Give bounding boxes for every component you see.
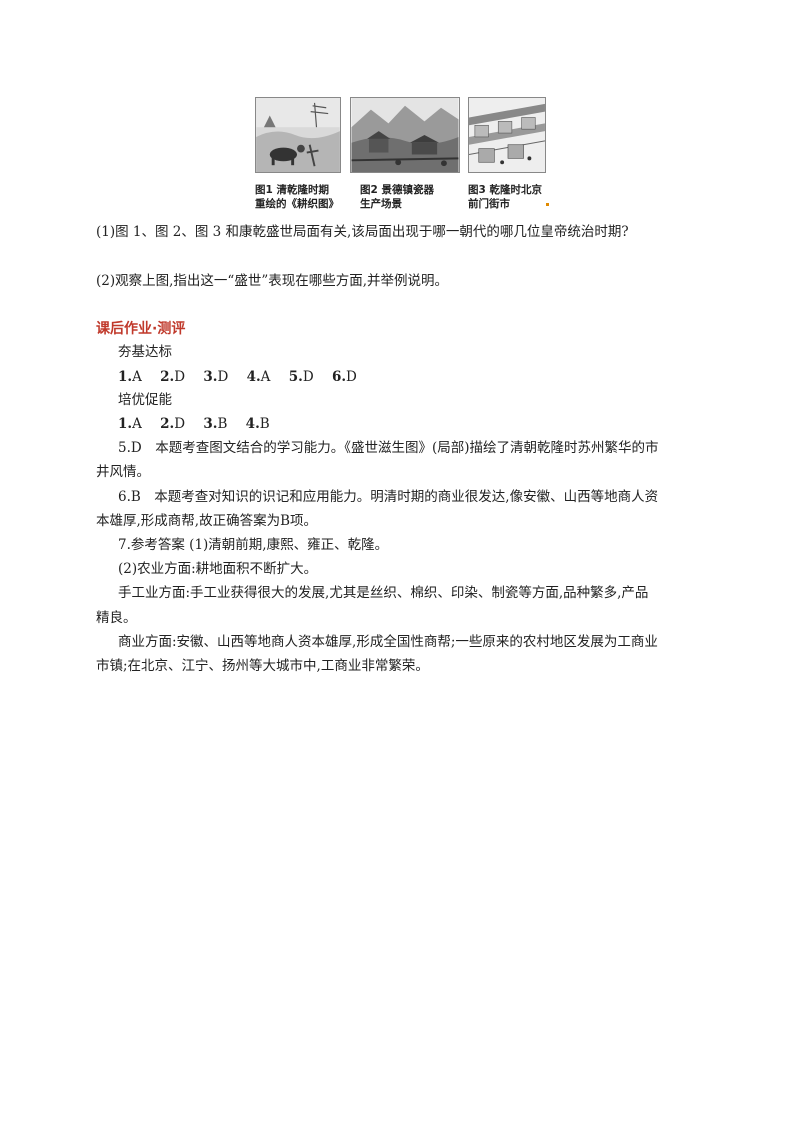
answer-number: 3. — [203, 416, 218, 432]
answer-number: 1. — [118, 416, 133, 432]
advanced-heading: 培优促能 — [118, 392, 172, 408]
answer-value: D — [174, 416, 186, 432]
answer-value: D — [346, 369, 357, 385]
porcelain-workshop-image — [350, 97, 460, 173]
section-title: 课后作业·测评 — [96, 321, 186, 337]
explanation-7-line-5: 商业方面:安徽、山西等地商人资本雄厚,形成全国性商帮;一些原来的农村地区发展为工… — [118, 634, 658, 650]
explanation-6-line-1: 6.B 本题考查对知识的识记和应用能力。明清时期的商业很发达,像安徽、山西等地商… — [118, 489, 659, 505]
answer-number: 6. — [331, 369, 347, 385]
answer-value: B — [217, 416, 228, 432]
explanation-6-line-2: 本雄厚,形成商帮,故正确答案为B项。 — [96, 513, 318, 529]
answer-number: 5. — [288, 369, 303, 385]
answer-number: 4. — [246, 369, 261, 385]
explanation-7-line-2: (2)农业方面:耕地面积不断扩大。 — [118, 561, 318, 577]
figure-caption-line: 图1 清乾隆时期 — [255, 184, 329, 196]
answer-number: 3. — [203, 369, 218, 385]
figure-caption-line: 生产场景 — [360, 198, 402, 210]
answer-value: A — [260, 369, 271, 385]
figure-caption-line: 图2 景德镇瓷器 — [360, 184, 434, 196]
answer-value: B — [259, 416, 270, 432]
explanation-5-line-1: 5.D 本题考查图文结合的学习能力。《盛世滋生图》(局部)描绘了清朝乾隆时苏州繁… — [118, 440, 659, 456]
explanation-7-line-1: 7.参考答案 (1)清朝前期,康熙、雍正、乾隆。 — [118, 537, 389, 553]
answer-value: D — [217, 369, 229, 385]
answer-number: 2. — [160, 369, 175, 385]
figure-caption-line: 前门街市 — [468, 198, 510, 210]
explanation-5-line-2: 井风情。 — [96, 464, 150, 480]
answer-number: 4. — [245, 416, 260, 432]
answer-number: 1. — [118, 369, 133, 385]
advanced-answers: 1.A 2.D 3.B 4.B — [118, 414, 284, 434]
figure-caption-line: 重绘的《耕织图》 — [255, 198, 339, 210]
explanation-7-line-3: 手工业方面:手工业获得很大的发展,尤其是丝织、棉织、印染、制瓷等方面,品种繁多,… — [118, 585, 649, 601]
question-1: (1)图 1、图 2、图 3 和康乾盛世局面有关,该局面出现于哪一朝代的哪几位皇… — [96, 224, 629, 240]
basic-heading: 夯基达标 — [118, 344, 172, 360]
figure-2: 图2 景德镇瓷器 生产场景 — [350, 97, 460, 211]
explanation-7-line-4: 精良。 — [96, 610, 137, 626]
farming-scene-image — [255, 97, 341, 173]
figure-1: 图1 清乾隆时期 重绘的《耕织图》 — [255, 97, 341, 211]
figure-3: 图3 乾隆时北京 前门街市 — [468, 97, 546, 211]
answer-value: D — [302, 369, 314, 385]
answer-value: D — [174, 369, 186, 385]
explanation-7-line-6: 市镇;在北京、江宁、扬州等大城市中,工商业非常繁荣。 — [96, 658, 429, 674]
answer-number: 2. — [160, 416, 175, 432]
decorative-dot — [546, 203, 549, 206]
street-market-image — [468, 97, 546, 173]
basic-answers: 1.A 2.D 3.D 4.A 5.D 6.D — [118, 367, 371, 387]
answer-value: A — [132, 416, 142, 432]
answer-value: A — [132, 369, 142, 385]
question-2: (2)观察上图,指出这一“盛世”表现在哪些方面,并举例说明。 — [96, 273, 449, 289]
figure-caption-line: 图3 乾隆时北京 — [468, 184, 542, 196]
